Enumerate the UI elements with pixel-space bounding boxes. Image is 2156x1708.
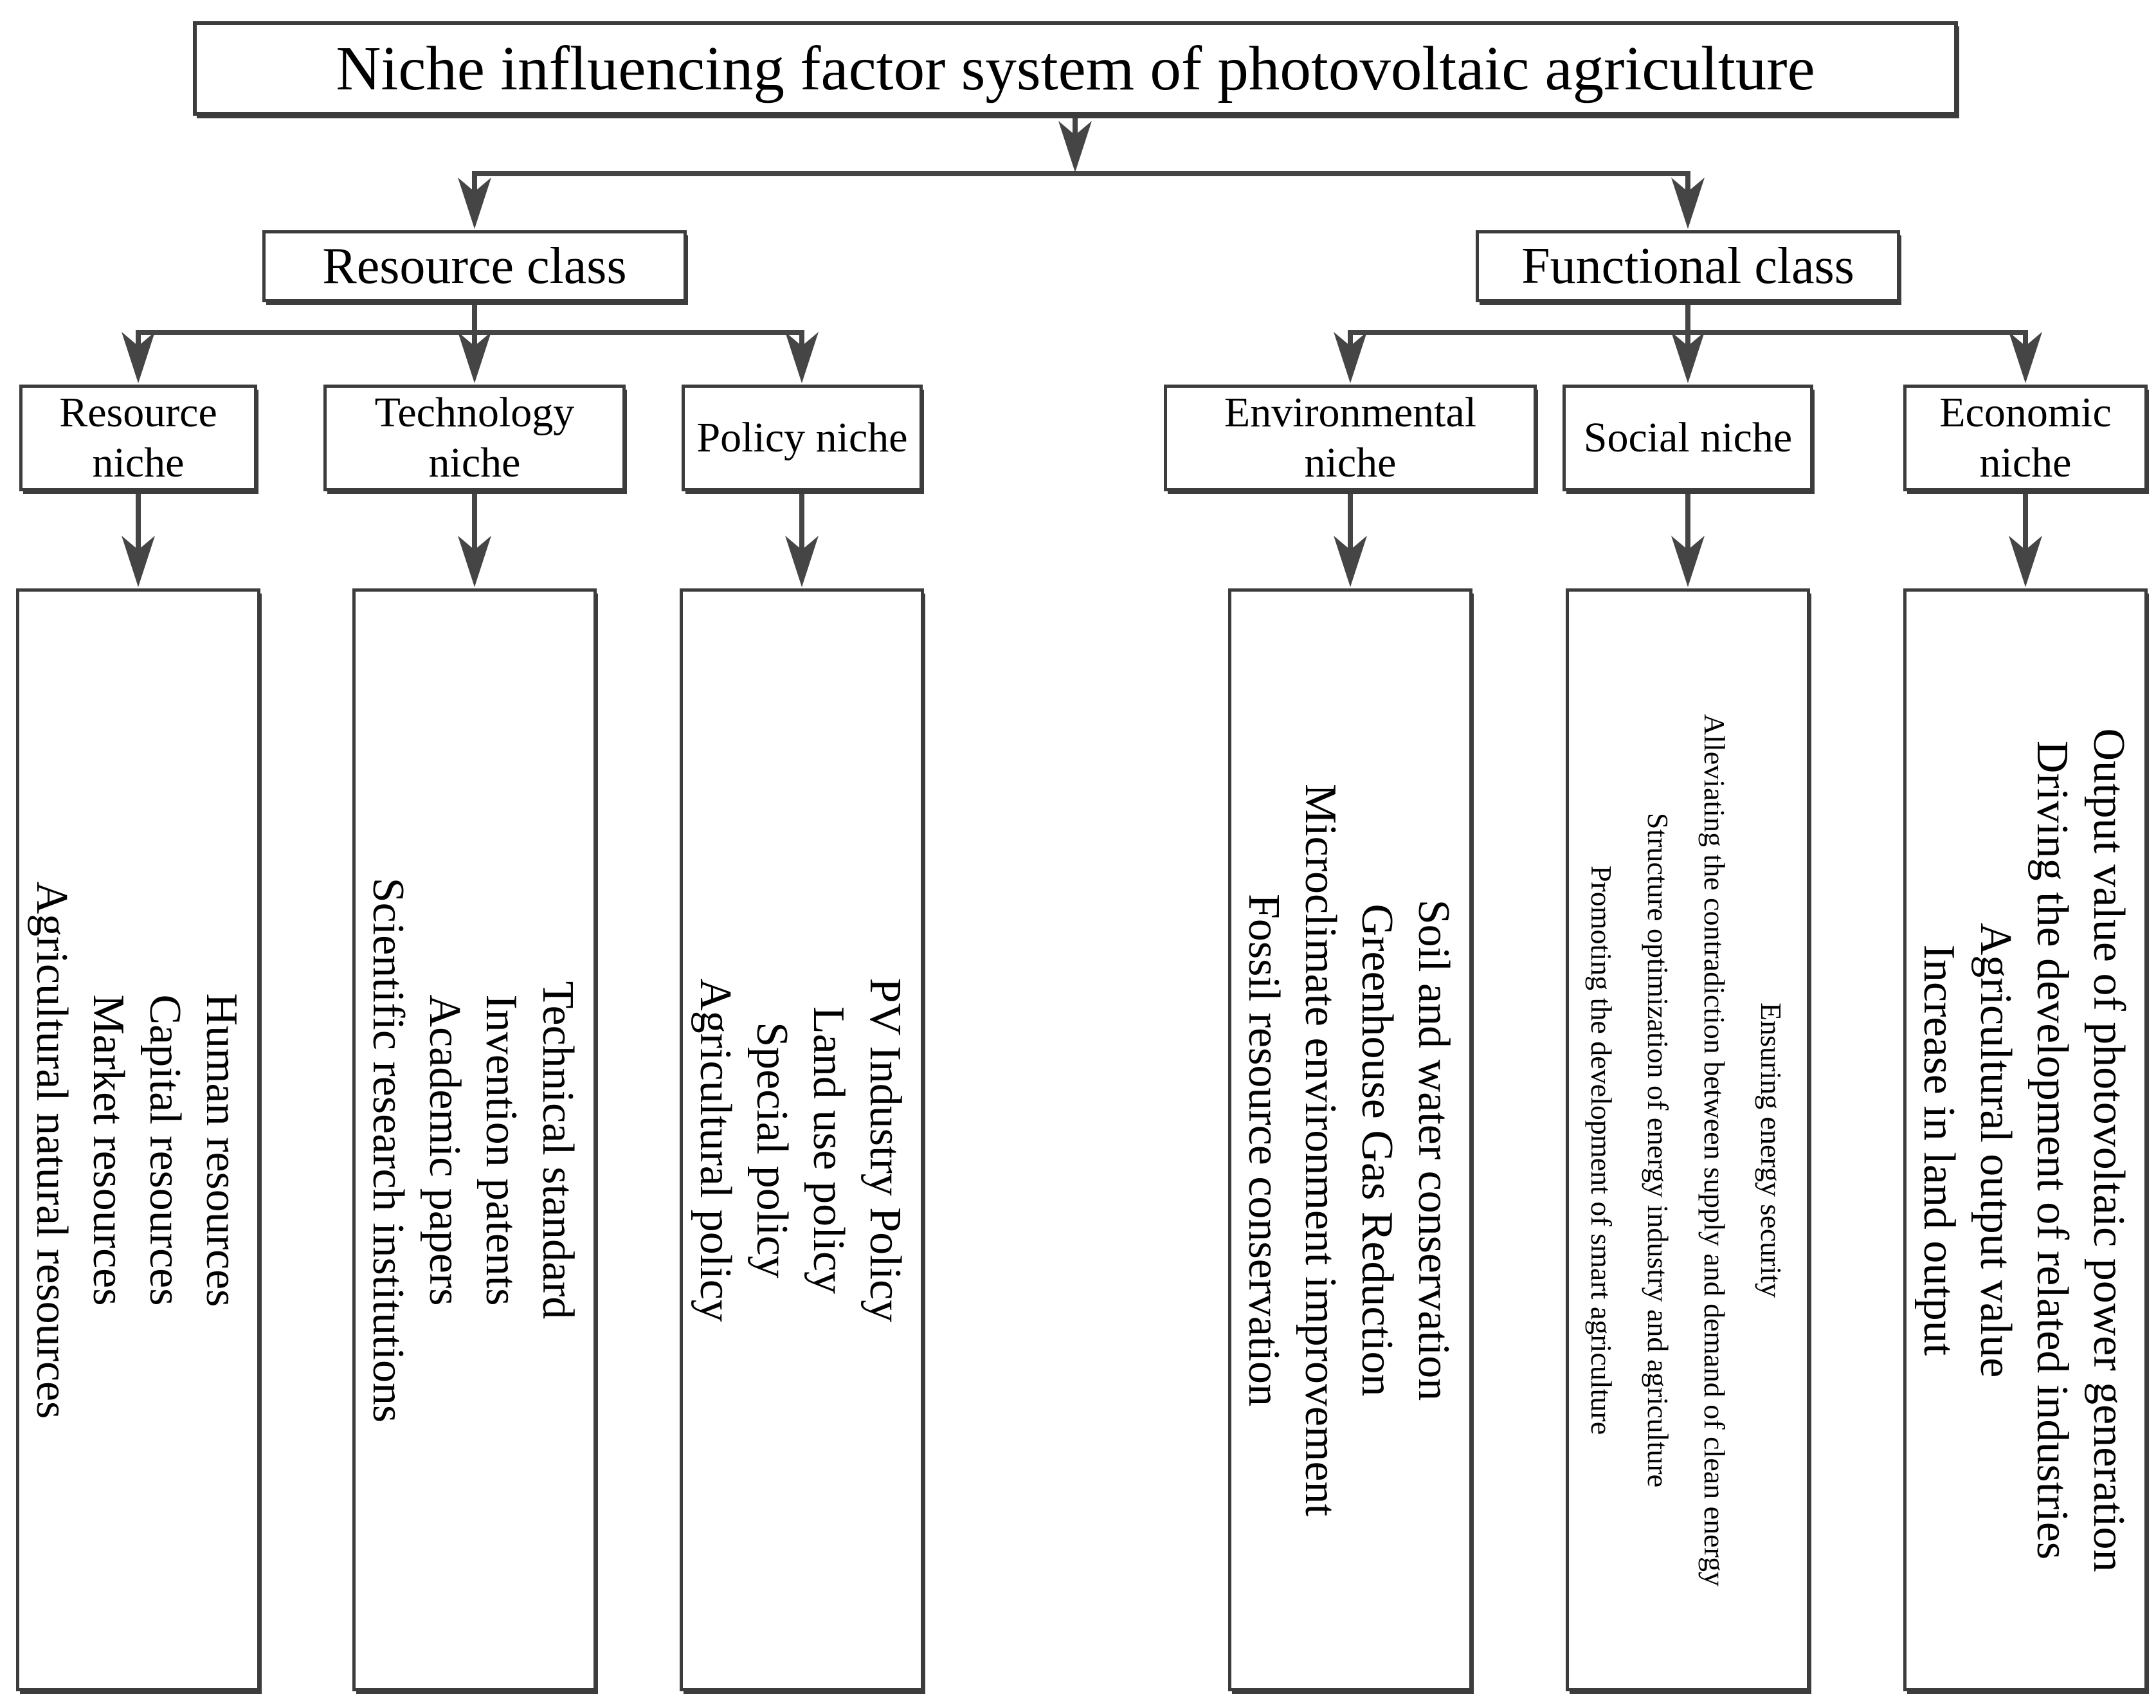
- list-item: Special policy: [747, 1022, 797, 1278]
- niche-box-policy: Policy niche: [682, 385, 923, 491]
- class-label: Functional class: [1521, 237, 1854, 295]
- niche-box-economic: Economic niche: [1903, 385, 2148, 491]
- list-item: Agricultural output value: [1971, 922, 2020, 1378]
- list-item: Academic papers: [420, 994, 469, 1306]
- list-item: Scientific research institutions: [363, 877, 413, 1423]
- list-item: Technical standard: [533, 981, 583, 1320]
- list-item: Market resources: [84, 994, 133, 1306]
- niche-label: Environmental niche: [1224, 389, 1477, 486]
- arrowhead-icon: [458, 177, 491, 229]
- arrowhead-icon: [1671, 536, 1705, 587]
- list-item: Increase in land output: [1914, 944, 1964, 1356]
- list-item: Greenhouse Gas Reduction: [1352, 904, 1402, 1397]
- list-item: Agricultural policy: [691, 978, 740, 1322]
- arrowhead-icon: [1058, 121, 1092, 172]
- list-box-technology: Technical standard Invention patents Aca…: [352, 588, 597, 1691]
- class-box-functional: Functional class: [1476, 230, 1900, 302]
- list-item: Ensuring energy security: [1755, 1002, 1788, 1298]
- list-item: Output value of photovoltaic power gener…: [2084, 728, 2133, 1572]
- niche-label: Policy niche: [696, 414, 908, 462]
- rotated-text-block: Ensuring energy security Alleviating the…: [1569, 592, 1807, 1688]
- list-item: Soil and water conservation: [1409, 899, 1458, 1401]
- arrowhead-icon: [1334, 536, 1367, 587]
- list-box-social: Ensuring energy security Alleviating the…: [1566, 588, 1810, 1691]
- arrowhead-icon: [1334, 332, 1367, 383]
- niche-label: Social niche: [1583, 414, 1793, 462]
- arrowhead-icon: [1671, 332, 1705, 383]
- list-box-policy: PV Industry Policy Land use policy Speci…: [680, 588, 924, 1691]
- rotated-text-block: Technical standard Invention patents Aca…: [356, 592, 593, 1688]
- arrowhead-icon: [458, 536, 491, 587]
- niche-label: Technology niche: [374, 389, 575, 486]
- arrowhead-icon: [122, 536, 155, 587]
- list-item: Agricultural natural resources: [27, 881, 77, 1419]
- niche-box-resource: Resource niche: [19, 385, 257, 491]
- list-box-economic: Output value of photovoltaic power gener…: [1903, 588, 2148, 1691]
- niche-label: Economic niche: [1939, 389, 2112, 486]
- rotated-text-block: PV Industry Policy Land use policy Speci…: [683, 592, 921, 1688]
- list-item: PV Industry Policy: [860, 977, 910, 1323]
- list-item: Human resources: [197, 993, 246, 1307]
- rotated-text-block: Human resources Capital resources Market…: [19, 592, 257, 1688]
- class-label: Resource class: [322, 237, 627, 295]
- rotated-text-block: Output value of photovoltaic power gener…: [1907, 592, 2144, 1688]
- arrowhead-icon: [2009, 332, 2042, 383]
- arrowhead-icon: [1671, 177, 1705, 229]
- list-item: Structure optimization of energy industr…: [1642, 812, 1674, 1488]
- list-item: Invention patents: [476, 994, 526, 1306]
- list-item: Microclimate environment improvement: [1296, 783, 1345, 1517]
- list-item: Capital resources: [140, 994, 190, 1306]
- niche-box-technology: Technology niche: [323, 385, 626, 491]
- class-box-resource: Resource class: [262, 230, 687, 302]
- arrowhead-icon: [458, 332, 491, 383]
- list-item: Driving the development of related indus…: [2027, 740, 2077, 1560]
- rotated-text-block: Soil and water conservation Greenhouse G…: [1231, 592, 1469, 1688]
- arrowhead-icon: [785, 332, 819, 383]
- list-item: Alleviating the contradiction between su…: [1698, 714, 1731, 1586]
- niche-box-social: Social niche: [1563, 385, 1813, 491]
- arrowhead-icon: [2009, 536, 2042, 587]
- arrowhead-icon: [122, 332, 155, 383]
- list-box-environmental: Soil and water conservation Greenhouse G…: [1228, 588, 1472, 1691]
- diagram-title: Niche influencing factor system of photo…: [336, 34, 1815, 103]
- list-item: Land use policy: [804, 1006, 853, 1295]
- niche-label: Resource niche: [59, 389, 217, 486]
- niche-box-environmental: Environmental niche: [1164, 385, 1537, 491]
- list-item: Promoting the development of smart agric…: [1585, 865, 1618, 1435]
- diagram-title-box: Niche influencing factor system of photo…: [193, 21, 1958, 116]
- list-box-resource: Human resources Capital resources Market…: [16, 588, 260, 1691]
- list-item: Fossil resource conservation: [1239, 893, 1289, 1407]
- arrowhead-icon: [785, 536, 819, 587]
